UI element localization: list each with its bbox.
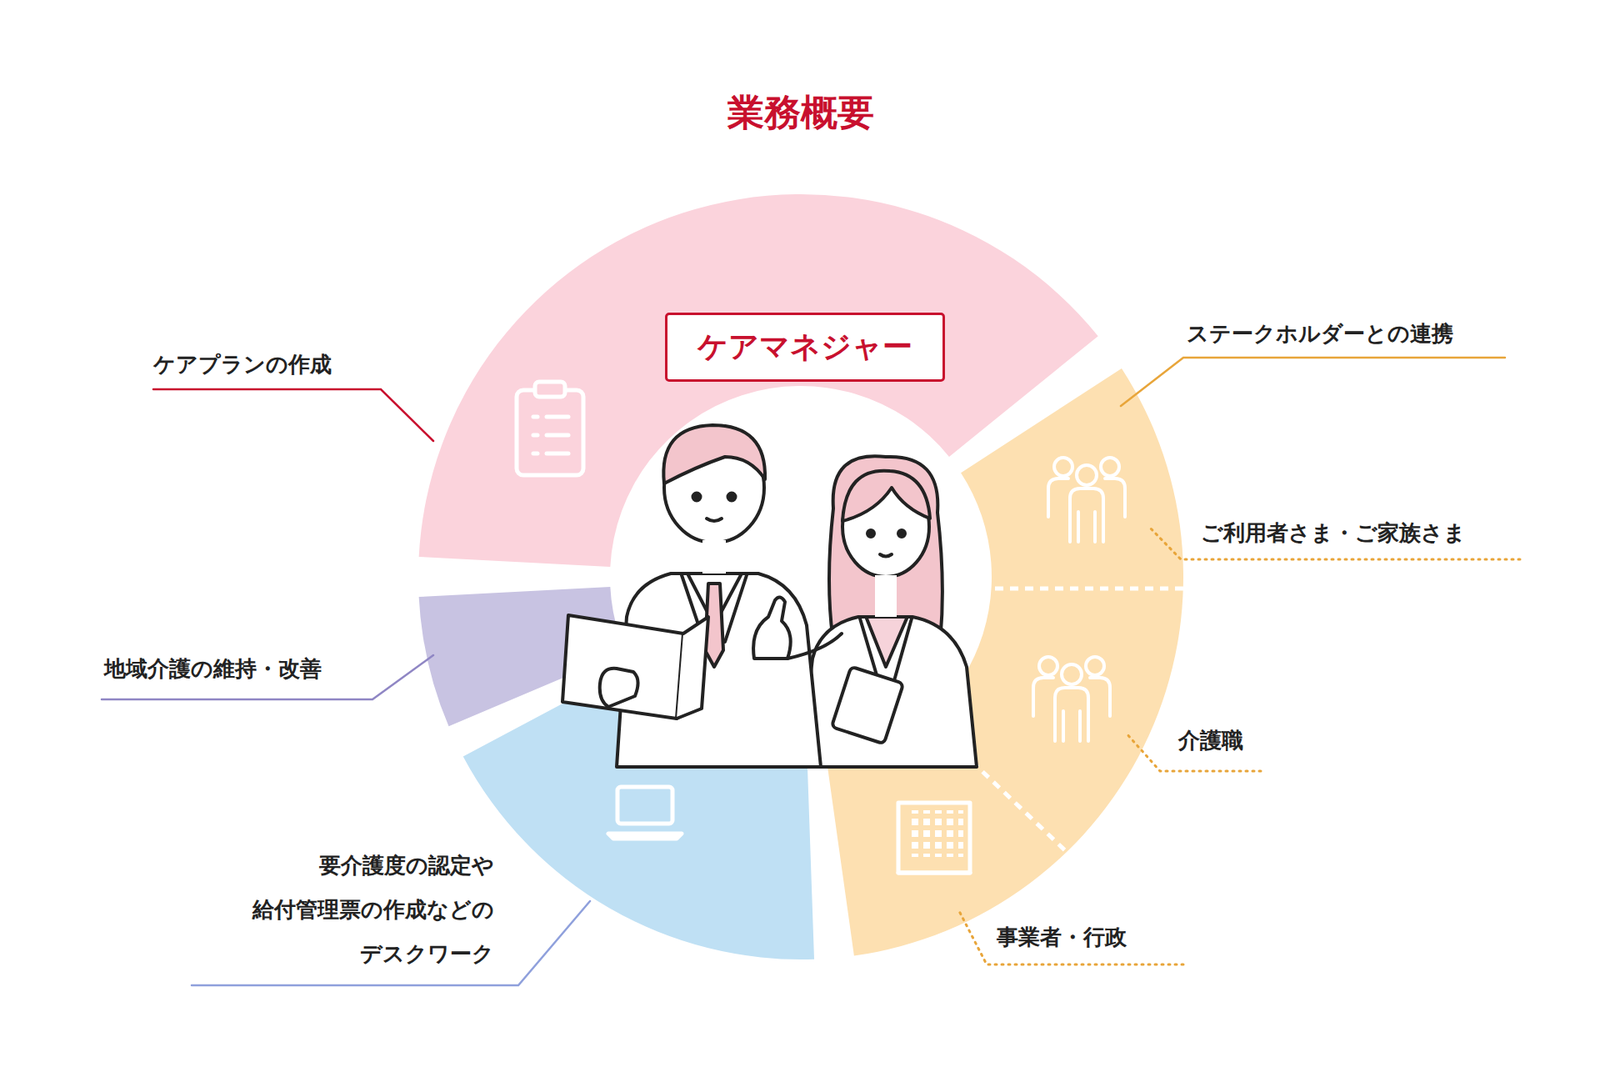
people-icon [1033,656,1110,741]
diagram-title: 業務概要 [727,88,875,138]
clipboard-clip [535,381,565,397]
leader-line [153,389,434,441]
laptop-icon [608,786,682,839]
icons [516,381,1125,873]
segment-label: 介護職 [1178,725,1244,755]
clipboard-icon [516,390,584,475]
segment-label: ご利用者さま・ご家族さま [1200,518,1466,547]
segment-label: 地域介護の維持・改善 [104,654,322,683]
tablet [831,666,904,745]
leader-line [101,655,434,700]
people-icon [1048,457,1125,542]
clipboard-lines [533,416,569,454]
man-hand [600,668,639,707]
woman-coat [800,616,977,767]
ring [419,194,1184,960]
leader-lines [101,357,1520,985]
building-icon [898,802,970,873]
leader-line [959,910,1184,965]
woman-hair [829,455,943,642]
pointing-hand [753,596,791,659]
leader-line [1120,357,1505,406]
segment-divider [939,588,1184,852]
segment-label: ステークホルダーとの連携 [1186,319,1454,348]
laptop [562,615,684,719]
segment-label: ケアプランの作成 [153,350,332,379]
role-name: ケアマネジャー [697,326,913,368]
care-manager-illustration [562,425,977,767]
man-hair [663,425,765,484]
segment-label: 要介護度の認定や 給付管理票の作成などの デスクワーク [242,843,495,976]
segment-label: 事業者・行政 [996,922,1127,951]
role-box: ケアマネジャー [665,312,945,382]
